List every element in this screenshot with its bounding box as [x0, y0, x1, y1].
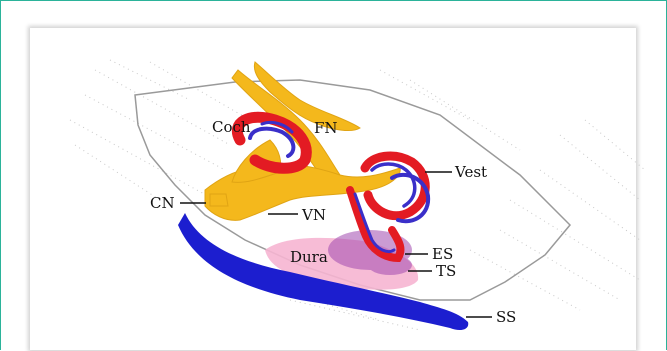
label-vn: VN	[301, 206, 326, 224]
label-ts: TS	[436, 262, 456, 280]
label-es: ES	[432, 245, 453, 263]
label-coch: Coch	[212, 118, 251, 136]
label-vest: Vest	[454, 163, 487, 181]
label-ss: SS	[496, 308, 516, 326]
label-fn: FN	[314, 119, 338, 137]
label-cn: CN	[150, 194, 175, 212]
label-dura: Dura	[290, 248, 328, 266]
